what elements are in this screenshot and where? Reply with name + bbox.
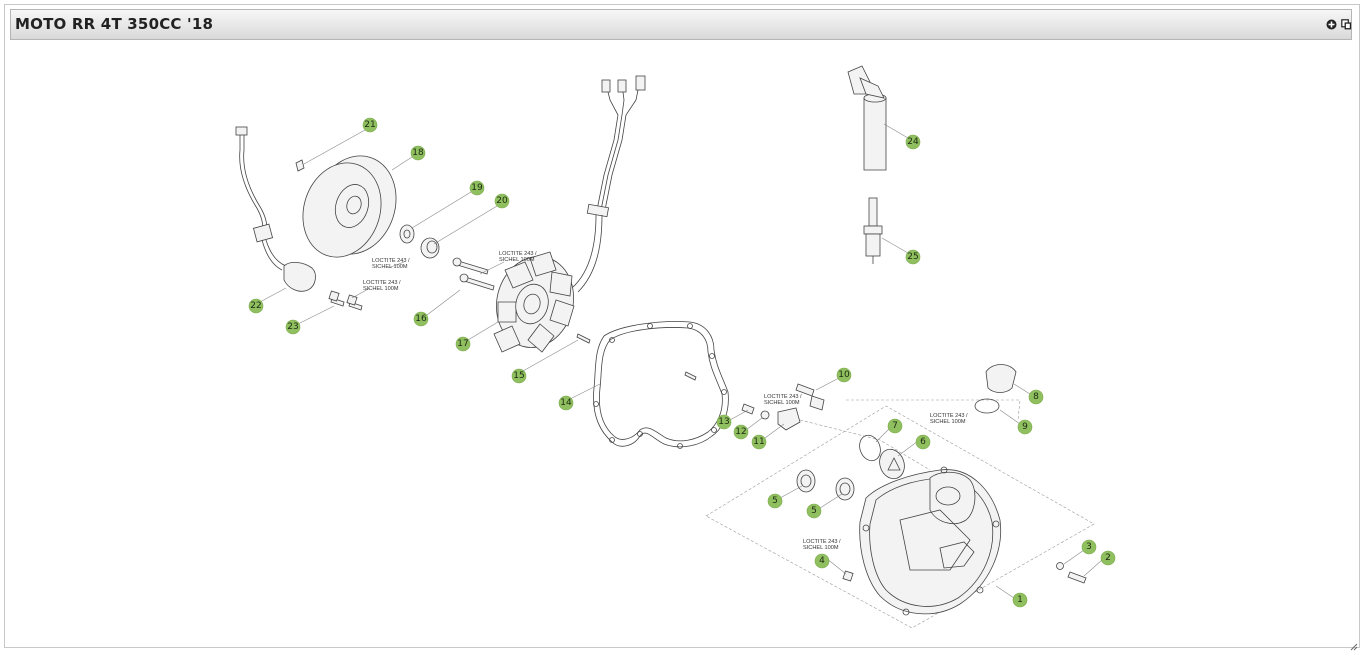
svg-text:10: 10 xyxy=(838,370,850,380)
stator-bolts xyxy=(452,257,495,291)
callout-3[interactable]: 3 xyxy=(1081,539,1097,555)
callout-11[interactable]: 11 xyxy=(751,434,767,450)
spark-plug xyxy=(863,197,883,264)
svg-text:14: 14 xyxy=(560,398,572,408)
svg-text:SICHEL 100M: SICHEL 100M xyxy=(363,286,399,292)
pickup-wire-harness xyxy=(235,126,316,292)
svg-text:LOCTITE 243 /: LOCTITE 243 / xyxy=(930,413,968,419)
woodruff-key xyxy=(295,159,305,172)
svg-text:13: 13 xyxy=(718,417,729,427)
svg-text:25: 25 xyxy=(907,252,918,262)
callout-24[interactable]: 24 xyxy=(905,134,921,150)
callout-15[interactable]: 15 xyxy=(511,368,527,384)
callout-16[interactable]: 16 xyxy=(413,311,429,327)
plus-circle-icon[interactable] xyxy=(1326,19,1337,30)
dowel-pin xyxy=(576,333,591,344)
callout-5-right[interactable]: 5 xyxy=(806,503,822,519)
callout-10[interactable]: 10 xyxy=(836,367,852,383)
svg-text:15: 15 xyxy=(513,371,524,381)
assembly-outline xyxy=(705,405,1095,629)
callout-9[interactable]: 9 xyxy=(1017,419,1033,435)
cover-gasket xyxy=(593,321,729,448)
callout-13[interactable]: 13 xyxy=(716,414,732,430)
svg-text:11: 11 xyxy=(753,437,764,447)
callout-1[interactable]: 1 xyxy=(1012,592,1028,608)
svg-text:SICHEL 100M: SICHEL 100M xyxy=(499,257,535,263)
leader-lines xyxy=(259,123,1103,599)
svg-text:4: 4 xyxy=(819,556,825,566)
note-loctite-5: LOCTITE 243 / SICHEL 100M xyxy=(930,413,968,425)
callout-14[interactable]: 14 xyxy=(558,395,574,411)
svg-text:LOCTITE 243 /: LOCTITE 243 / xyxy=(764,394,802,400)
page-title: MOTO RR 4T 350CC '18 xyxy=(15,15,214,33)
note-loctite-4: LOCTITE 243 / SICHEL 100M xyxy=(764,394,802,406)
callout-12[interactable]: 12 xyxy=(733,424,749,440)
svg-text:SICHEL 100M: SICHEL 100M xyxy=(764,400,800,406)
seals-oring xyxy=(796,364,1017,501)
svg-text:24: 24 xyxy=(907,137,919,147)
svg-text:1: 1 xyxy=(1017,595,1023,605)
note-loctite-3: LOCTITE 243 / SICHEL 100M xyxy=(363,280,401,292)
pickup-bolts xyxy=(328,290,363,311)
svg-text:2: 2 xyxy=(1105,553,1111,563)
svg-text:18: 18 xyxy=(412,148,424,158)
svg-text:23: 23 xyxy=(287,322,298,332)
svg-text:12: 12 xyxy=(735,427,746,437)
svg-text:19: 19 xyxy=(471,183,483,193)
callout-22[interactable]: 22 xyxy=(248,298,264,314)
svg-text:7: 7 xyxy=(892,421,898,431)
note-loctite-2: LOCTITE 243 / SICHEL 100M xyxy=(372,258,410,270)
callout-6[interactable]: 6 xyxy=(915,434,931,450)
callout-2[interactable]: 2 xyxy=(1100,550,1116,566)
copy-icon[interactable] xyxy=(1341,19,1352,30)
svg-text:LOCTITE 243 /: LOCTITE 243 / xyxy=(499,251,537,257)
svg-text:9: 9 xyxy=(1022,422,1028,432)
ignition-coil-cap xyxy=(847,65,887,171)
svg-text:17: 17 xyxy=(457,339,468,349)
svg-text:5: 5 xyxy=(772,496,778,506)
svg-text:LOCTITE 243 /: LOCTITE 243 / xyxy=(363,280,401,286)
note-loctite-1: LOCTITE 243 / SICHEL 100M xyxy=(499,251,537,263)
svg-text:5: 5 xyxy=(811,506,817,516)
svg-text:6: 6 xyxy=(920,437,926,447)
svg-text:LOCTITE 243 /: LOCTITE 243 / xyxy=(803,539,841,545)
callout-8[interactable]: 8 xyxy=(1028,389,1044,405)
svg-text:3: 3 xyxy=(1086,542,1092,552)
svg-text:8: 8 xyxy=(1033,392,1039,402)
svg-text:22: 22 xyxy=(250,301,261,311)
washer-nut xyxy=(399,224,440,259)
svg-text:SICHEL 100M: SICHEL 100M xyxy=(930,419,966,425)
callout-21[interactable]: 21 xyxy=(362,117,378,133)
panel-header: MOTO RR 4T 350CC '18 xyxy=(10,9,1352,40)
svg-text:LOCTITE 243 /: LOCTITE 243 / xyxy=(372,258,410,264)
svg-text:SICHEL 100M: SICHEL 100M xyxy=(803,545,839,551)
stator-harness xyxy=(571,75,646,293)
note-loctite-6: LOCTITE 243 / SICHEL 100M xyxy=(803,539,841,551)
diagram-panel xyxy=(4,4,1360,648)
callout-7[interactable]: 7 xyxy=(887,418,903,434)
callout-18[interactable]: 18 xyxy=(410,145,426,161)
callout-23[interactable]: 23 xyxy=(285,319,301,335)
svg-text:SICHEL 100M: SICHEL 100M xyxy=(372,264,408,270)
callout-4[interactable]: 4 xyxy=(814,553,830,569)
callout-19[interactable]: 19 xyxy=(469,180,485,196)
callout-20[interactable]: 20 xyxy=(494,193,510,209)
svg-text:20: 20 xyxy=(496,196,508,206)
svg-text:16: 16 xyxy=(415,314,427,324)
resize-handle-icon[interactable] xyxy=(1350,638,1358,651)
flywheel-rotor xyxy=(302,155,397,258)
stator-coils xyxy=(493,251,575,353)
callout-25[interactable]: 25 xyxy=(905,249,921,265)
clutch-cover xyxy=(859,466,1002,616)
svg-text:21: 21 xyxy=(364,120,375,130)
callout-17[interactable]: 17 xyxy=(455,336,471,352)
gasket-holes xyxy=(593,323,727,449)
callout-5-left[interactable]: 5 xyxy=(767,493,783,509)
